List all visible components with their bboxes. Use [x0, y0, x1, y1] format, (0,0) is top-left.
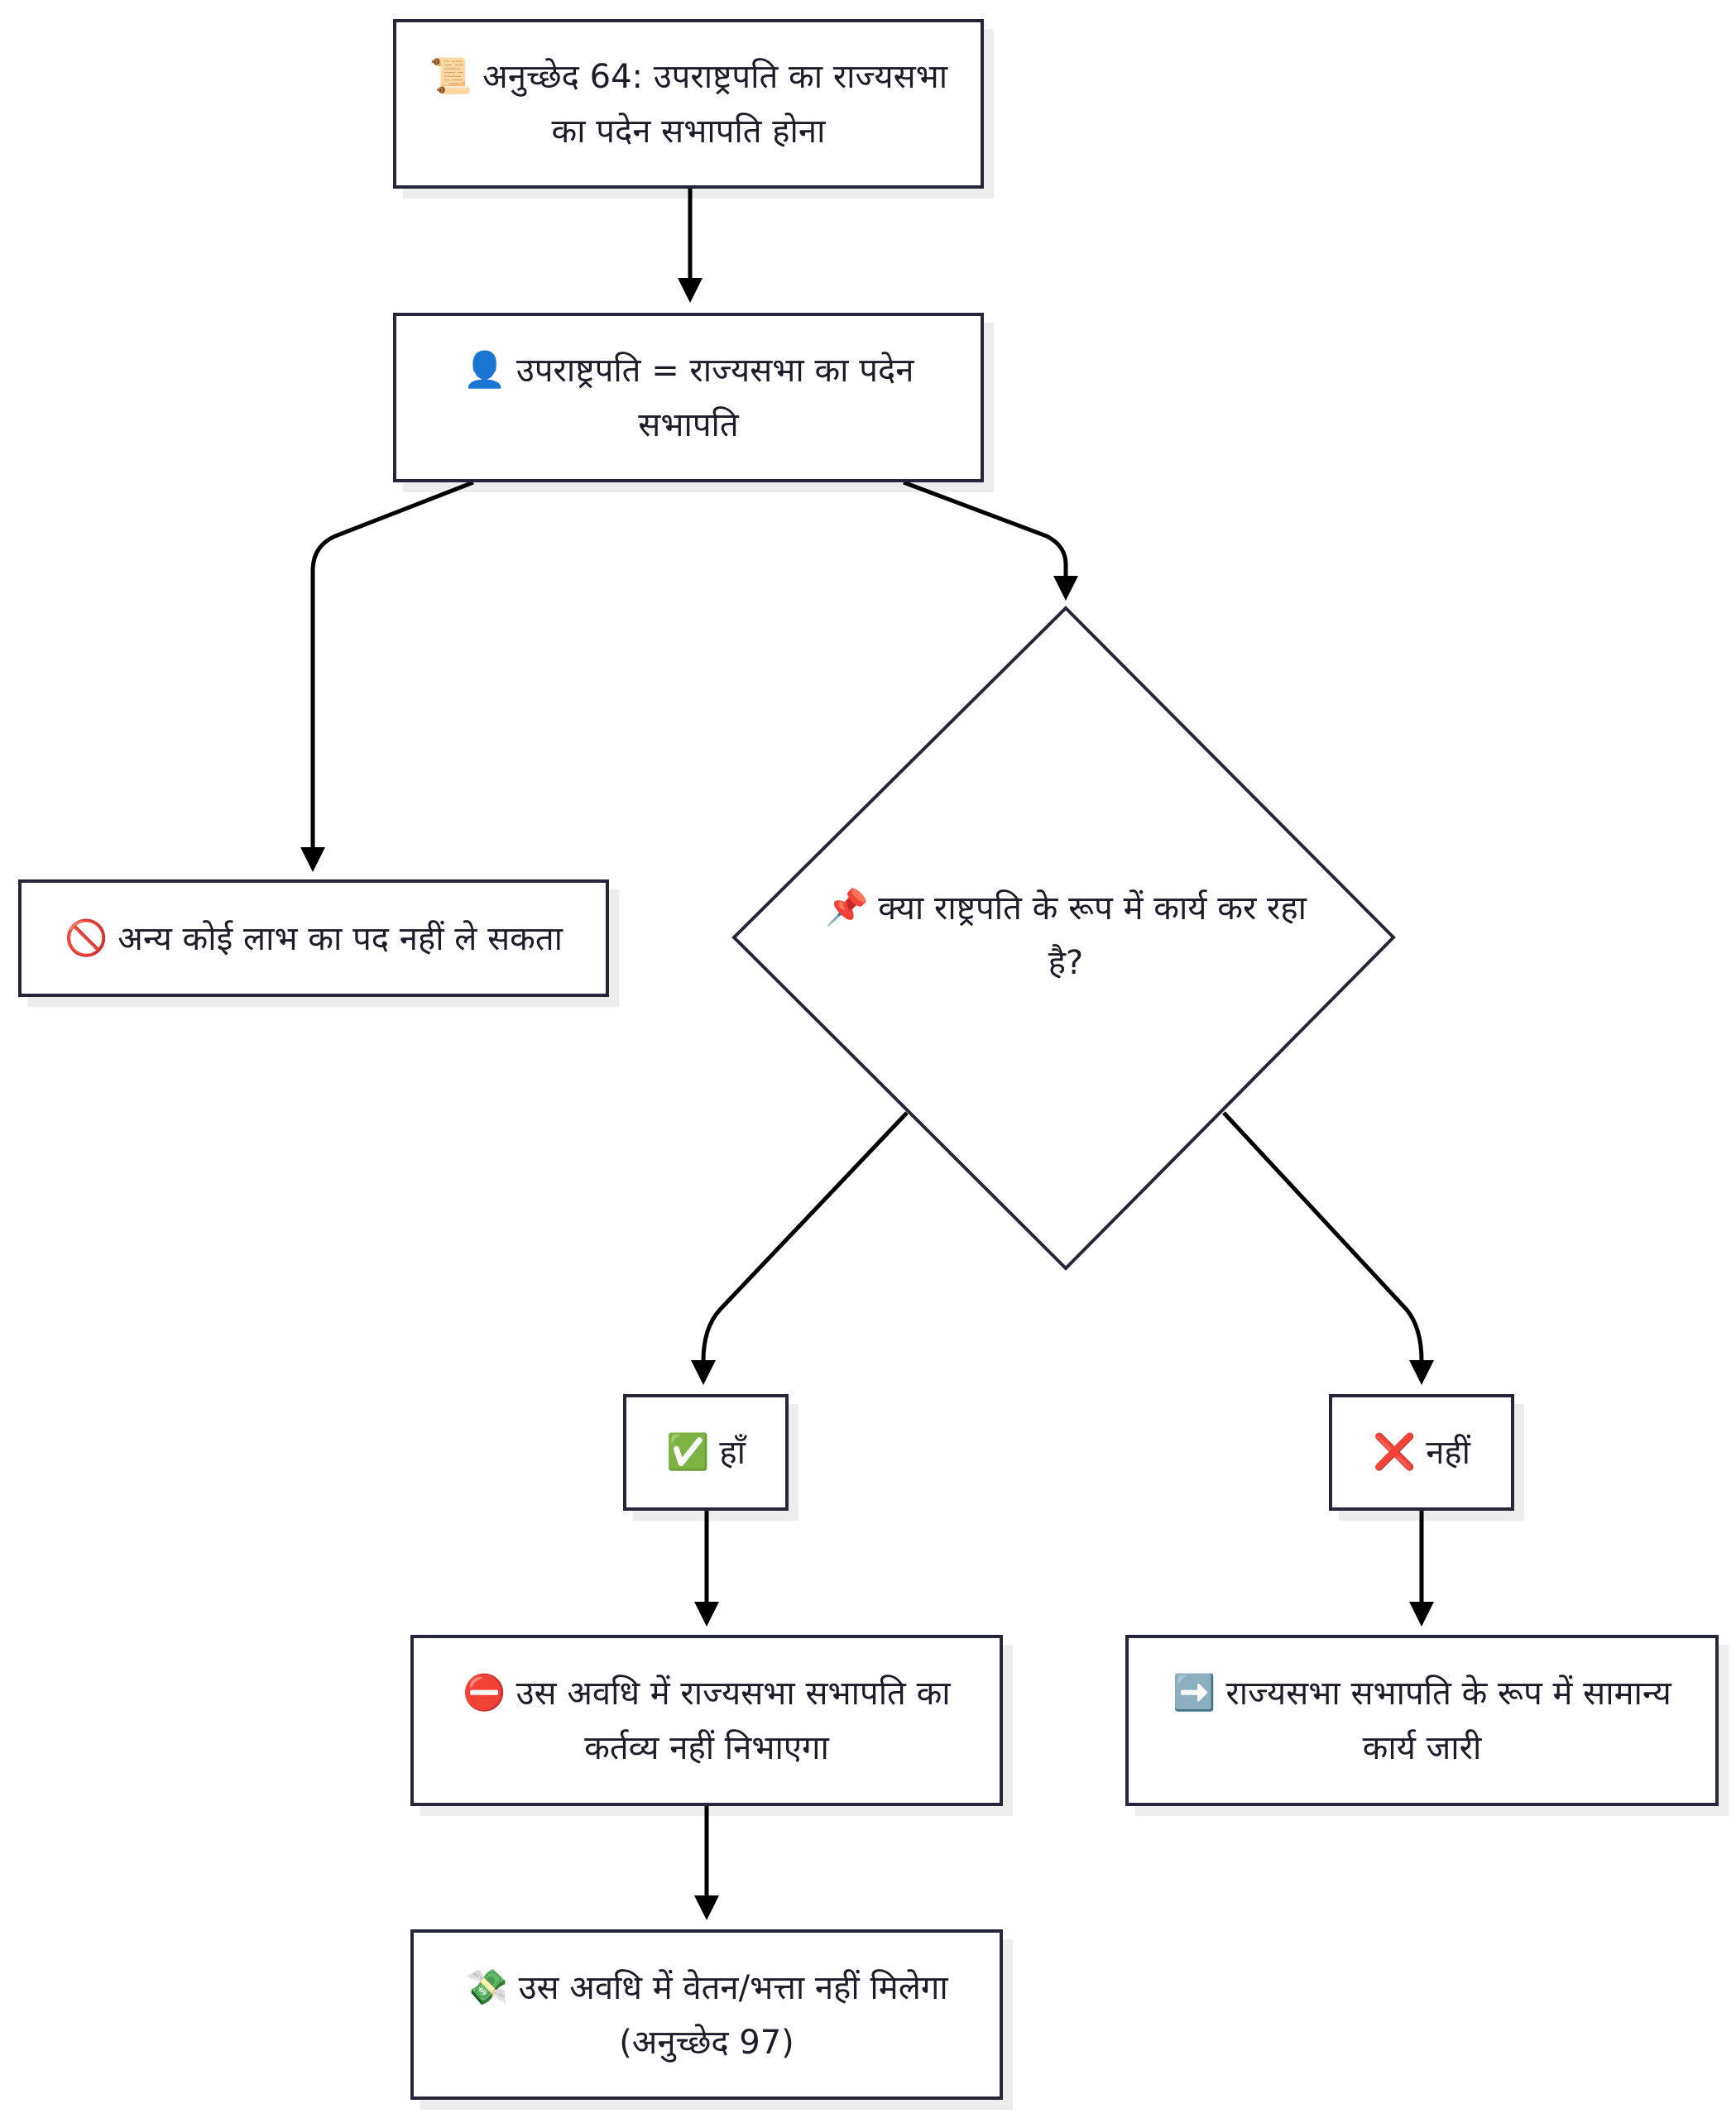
scroll-icon: 📜	[429, 55, 473, 96]
continue-work-label: राज्यसभा सभापति के रूप में सामान्य कार्य…	[1225, 1675, 1671, 1767]
person-icon: 👤	[463, 349, 506, 390]
yes-label: हाँ	[719, 1434, 746, 1472]
money-icon: 💸	[465, 1966, 509, 2007]
decision-diamond	[731, 606, 1396, 1271]
decision-label-box: 📌क्या राष्ट्रपति के रूप में कार्य कर रहा…	[819, 852, 1312, 1018]
vp-chairman-node: 👤उपराष्ट्रपति = राज्यसभा का पदेन सभापति	[393, 313, 984, 482]
no-entry-icon: ⛔	[463, 1672, 506, 1713]
yes-node: ✅ हाँ	[623, 1394, 789, 1511]
edge-decision-to-no	[1222, 1111, 1434, 1385]
edge-vp-to-no-profit	[300, 480, 474, 872]
no-profit-office-node: 🚫अन्य कोई लाभ का पद नहीं ले सकता	[18, 879, 609, 997]
decision-label: क्या राष्ट्रपति के रूप में कार्य कर रहा …	[878, 889, 1307, 982]
right-arrow-icon: ➡️	[1173, 1672, 1216, 1713]
article64-label: अनुच्छेद 64: उपराष्ट्रपति का राज्यसभा का…	[482, 58, 948, 151]
edge-vp-to-decision	[903, 480, 1078, 601]
prohibited-icon: 🚫	[64, 917, 108, 958]
cross-icon: ❌	[1372, 1431, 1417, 1472]
no-duty-node: ⛔उस अवधि में राज्यसभा सभापति का कर्तव्य …	[410, 1635, 1003, 1806]
no-salary-label: उस अवधि में वेतन/भत्ता नहीं मिलेगा (अनुच…	[518, 1968, 948, 2062]
no-salary-node: 💸उस अवधि में वेतन/भत्ता नहीं मिलेगा (अनु…	[410, 1929, 1003, 2100]
edge-decision-to-yes	[691, 1111, 909, 1385]
check-icon: ✅	[666, 1431, 710, 1472]
no-profit-label: अन्य कोई लाभ का पद नहीं ले सकता	[117, 919, 563, 958]
continue-work-node: ➡️राज्यसभा सभापति के रूप में सामान्य कार…	[1125, 1635, 1719, 1806]
no-node: ❌नहीं	[1329, 1394, 1514, 1511]
no-duty-label: उस अवधि में राज्यसभा सभापति का कर्तव्य न…	[516, 1675, 951, 1767]
vp-chairman-label: उपराष्ट्रपति = राज्यसभा का पदेन सभापति	[516, 352, 914, 444]
article64-node: 📜अनुच्छेद 64: उपराष्ट्रपति का राज्यसभा क…	[393, 19, 984, 189]
pushpin-icon: 📌	[825, 886, 869, 927]
no-label: नहीं	[1426, 1434, 1471, 1472]
